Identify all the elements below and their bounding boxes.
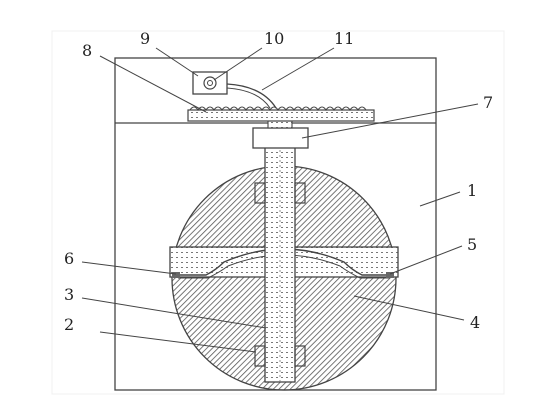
callout-3: 3 <box>64 285 74 304</box>
callout-11: 11 <box>334 29 354 48</box>
callout-7: 7 <box>483 93 493 112</box>
upper-guide-block-left <box>254 182 266 204</box>
leader-7 <box>301 103 479 139</box>
leader-10 <box>213 47 263 81</box>
callout-1: 1 <box>467 181 477 200</box>
leader-5 <box>389 245 463 275</box>
callout-5: 5 <box>467 235 477 254</box>
leader-4 <box>353 295 465 321</box>
lower-guide-block-right <box>294 345 306 367</box>
sensor-knob-inner <box>207 80 213 86</box>
leader-9 <box>155 47 199 77</box>
seat-end-left <box>172 272 180 278</box>
callout-9: 9 <box>140 29 150 48</box>
image-frame <box>51 30 505 395</box>
sensor-cable <box>226 83 277 109</box>
leader-lines <box>81 47 479 353</box>
upper-guide-block-right <box>294 182 306 204</box>
sensor-cable-inner <box>226 87 271 109</box>
callout-8: 8 <box>82 41 92 60</box>
leader-11 <box>261 47 335 91</box>
callout-10: 10 <box>264 29 284 48</box>
leader-3 <box>81 297 267 329</box>
leader-1 <box>419 191 461 207</box>
toothed-plate <box>187 109 375 122</box>
callout-4: 4 <box>470 313 480 332</box>
leader-8 <box>99 55 207 113</box>
leader-6 <box>81 261 177 275</box>
leader-2 <box>99 331 257 353</box>
plate-teeth <box>189 106 367 111</box>
sensor-knob-outer <box>203 76 217 90</box>
seat-end-right <box>386 272 394 278</box>
rod-coupling <box>252 127 309 149</box>
callout-2: 2 <box>64 315 74 334</box>
lower-guide-block-left <box>254 345 266 367</box>
callout-6: 6 <box>64 249 74 268</box>
